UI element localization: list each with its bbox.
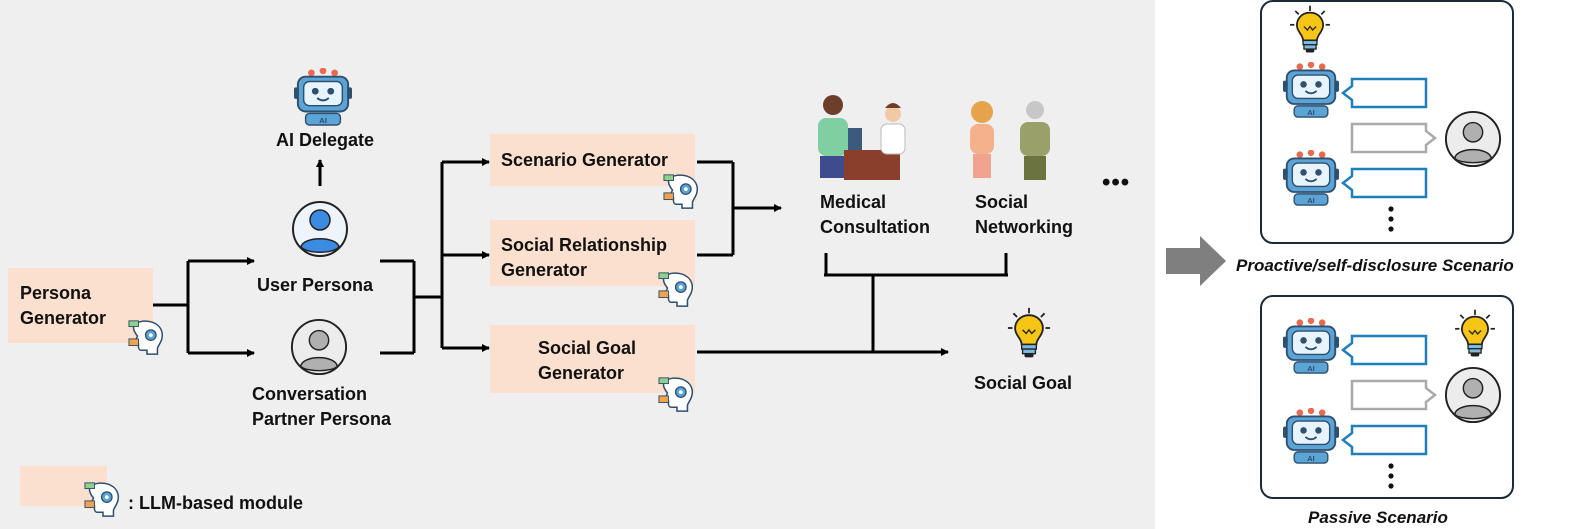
speech-bubble-icon bbox=[1340, 334, 1438, 456]
more-scenarios-ellipsis: ••• bbox=[1102, 169, 1131, 196]
partner-avatar-icon bbox=[290, 318, 348, 376]
partner-persona-label: Conversation Partner Persona bbox=[252, 384, 392, 429]
social-goal-label: Social Goal bbox=[974, 373, 1073, 393]
vertical-ellipsis-icon bbox=[1388, 463, 1394, 489]
proactive-scenario-caption: Proactive/self-disclosure Scenario bbox=[1236, 256, 1514, 275]
user-persona-label: User Persona bbox=[256, 275, 374, 295]
big-arrow-icon bbox=[1166, 236, 1226, 286]
persona-generator-label: Persona Generator bbox=[20, 283, 107, 328]
social-goal-generator-label: Social Goal Generator bbox=[538, 338, 637, 383]
scenario-generator-label: Scenario Generator bbox=[501, 150, 669, 170]
doctor-patient-icon bbox=[818, 95, 906, 180]
partner-avatar-icon bbox=[1444, 366, 1502, 424]
robot-ai-icon bbox=[293, 68, 353, 126]
llm-head-gear-icon bbox=[663, 174, 699, 209]
user-avatar-icon bbox=[292, 201, 348, 257]
passive-scenario-caption: Passive Scenario bbox=[1308, 508, 1448, 527]
medical-consultation-label: Medical Consultation bbox=[820, 192, 930, 237]
persona-generator-box bbox=[8, 268, 153, 343]
social-relationship-generator-label: Social Relationship Generator bbox=[501, 235, 668, 280]
lightbulb-icon bbox=[1006, 306, 1052, 359]
llm-head-gear-icon bbox=[658, 377, 694, 412]
llm-head-gear-icon bbox=[84, 482, 120, 517]
social-networking-label: Social Networking bbox=[975, 192, 1074, 237]
ai-delegate-label: AI Delegate bbox=[275, 130, 375, 150]
speech-bubble-icon bbox=[1340, 77, 1438, 199]
friends-icon bbox=[970, 101, 1050, 180]
legend-text: : LLM-based module bbox=[128, 493, 303, 513]
vertical-ellipsis-icon bbox=[1388, 206, 1394, 232]
scenario-generator-box bbox=[490, 134, 695, 186]
partner-avatar-icon bbox=[1444, 110, 1502, 168]
llm-head-gear-icon bbox=[128, 320, 164, 355]
